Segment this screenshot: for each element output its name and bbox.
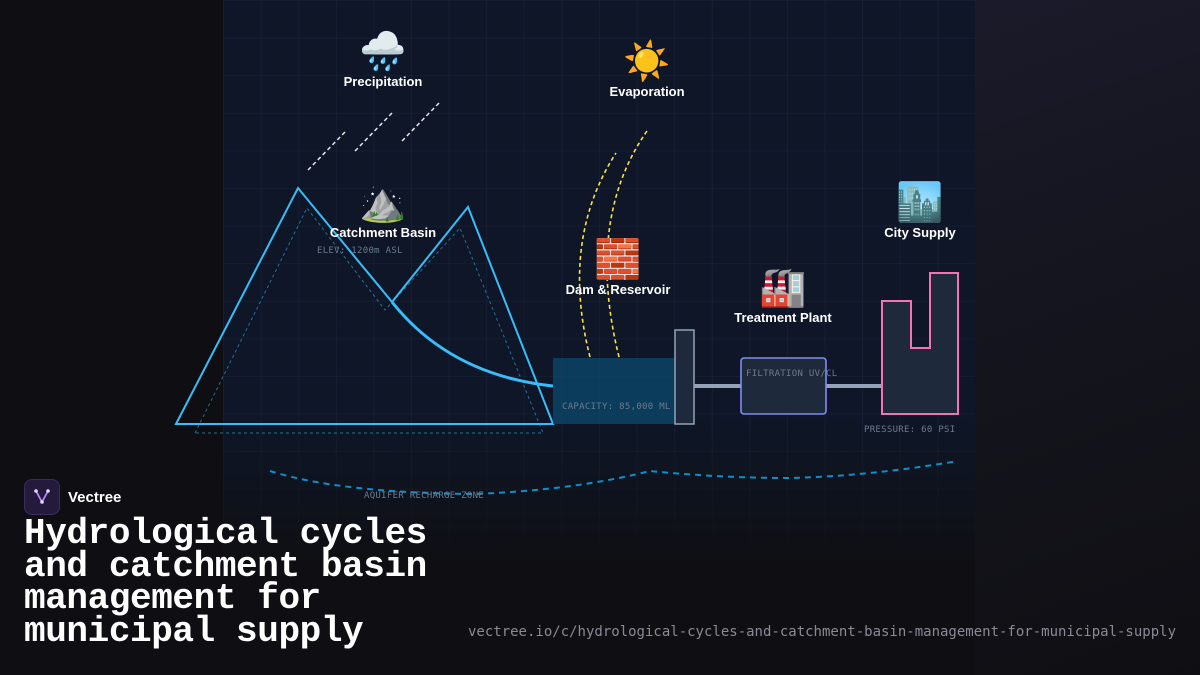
aquifer-line	[269, 460, 959, 496]
page-title: Hydrological cycles and catchment basin …	[24, 513, 427, 652]
rain-streak	[354, 112, 393, 152]
brick-wall-icon: 🧱	[594, 239, 642, 281]
pressure-annotation: PRESSURE: 60 PSI	[864, 425, 956, 435]
evaporation-arc	[578, 152, 617, 358]
factory-icon: 🏭	[759, 267, 807, 309]
rain-streak	[401, 102, 440, 142]
background-gradient	[975, 0, 1200, 675]
precipitation-label: Precipitation	[343, 74, 423, 89]
node-evaporation: ☀️ Evaporation	[567, 40, 727, 99]
city-supply-label: City Supply	[884, 225, 956, 240]
dam-reservoir-label: Dam & Reservoir	[565, 282, 671, 297]
city-buildings-outline	[881, 272, 959, 415]
dam-wall	[674, 329, 695, 425]
capacity-annotation: CAPACITY: 85,000 ML	[562, 402, 671, 412]
rain-streak	[307, 131, 346, 171]
filtration-unit	[740, 357, 827, 415]
filtration-annotation: FILTRATION UV/CL	[746, 369, 838, 379]
elevation-annotation: ELEV: 1200m ASL	[317, 246, 403, 256]
evaporation-label: Evaporation	[609, 84, 685, 99]
vectree-logo-icon	[24, 479, 60, 515]
reservoir-body	[553, 358, 675, 424]
node-dam-reservoir: 🧱 Dam & Reservoir	[538, 238, 698, 297]
page-url: vectree.io/c/hydrological-cycles-and-cat…	[467, 624, 1176, 640]
node-city-supply: 🏙️ City Supply	[840, 181, 1000, 240]
aquifer-annotation: AQUIFER RECHARGE ZONE	[364, 491, 485, 501]
brand: Vectree	[24, 479, 121, 515]
mountain-inner-outline	[194, 207, 544, 434]
brand-name: Vectree	[68, 488, 122, 506]
node-catchment-basin: ⛰️ Catchment Basin	[303, 181, 463, 240]
evaporation-arc	[606, 130, 648, 358]
river-flow-line	[390, 301, 554, 388]
mountain-outline	[174, 186, 555, 425]
diagram-fade	[223, 420, 975, 565]
sun-icon: ☀️	[623, 41, 671, 83]
catchment-basin-label: Catchment Basin	[329, 225, 437, 240]
city-icon: 🏙️	[896, 182, 944, 224]
node-treatment-plant: 🏭 Treatment Plant	[703, 266, 863, 325]
rain-cloud-icon: 🌧️	[359, 31, 407, 73]
node-precipitation: 🌧️ Precipitation	[303, 30, 463, 89]
treatment-plant-label: Treatment Plant	[734, 310, 832, 325]
mountain-icon: ⛰️	[359, 182, 407, 224]
